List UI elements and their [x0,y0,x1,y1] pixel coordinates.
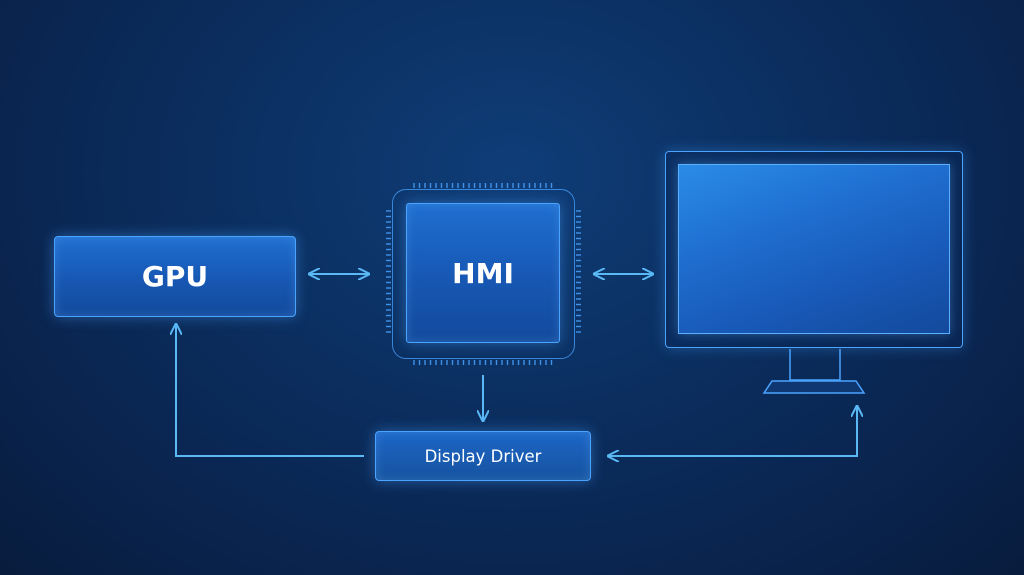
hmi-label: HMI [452,256,514,290]
gpu-label: GPU [141,260,209,293]
hmi-node: HMI [406,203,560,343]
edge-monitor-display-driver [608,406,857,456]
gpu-node: GPU [54,236,296,317]
display-driver-label: Display Driver [424,446,542,466]
display-driver-node: Display Driver [375,431,591,481]
chip-pins [386,183,581,365]
edge-display-driver-gpu [176,324,364,457]
monitor-screen [678,164,950,334]
monitor-stand [762,349,866,394]
hmi-chip-frame [392,189,575,359]
